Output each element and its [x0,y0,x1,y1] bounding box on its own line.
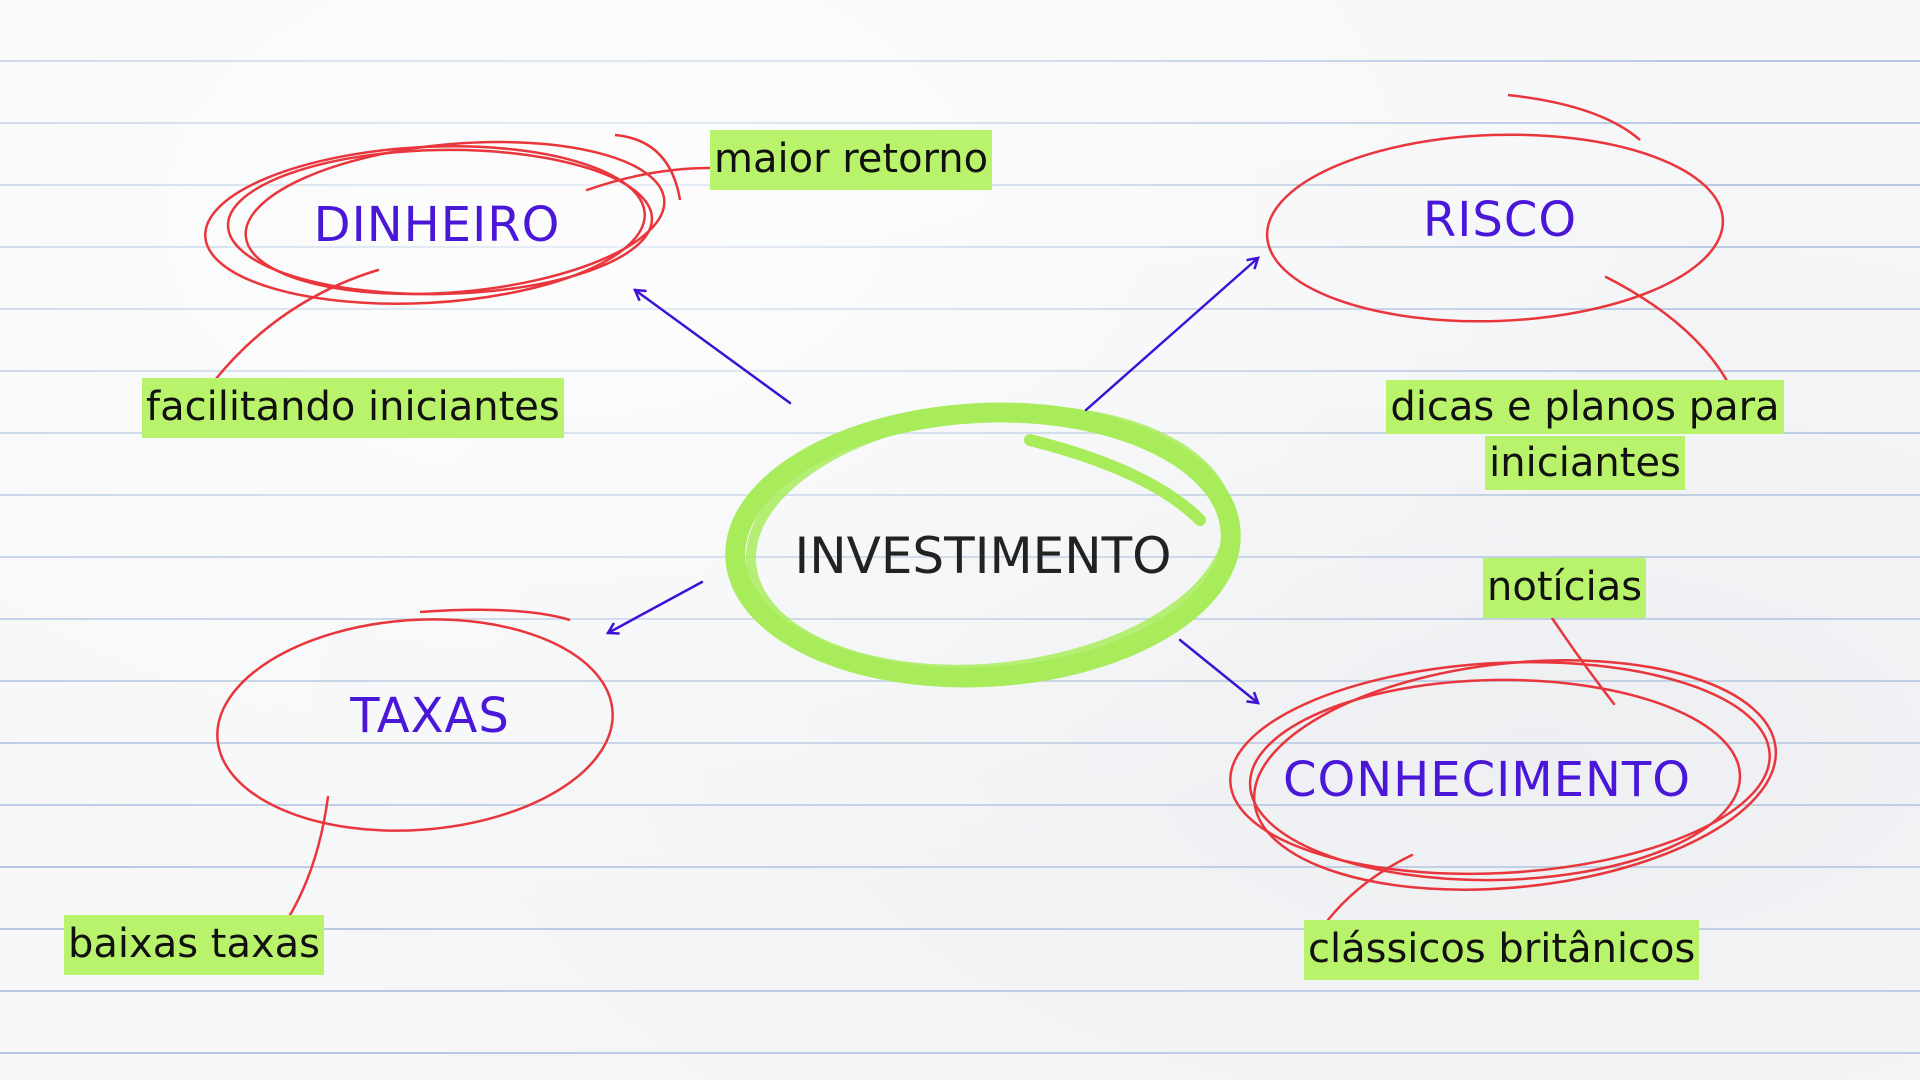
arrow-to-conhecimento [1178,638,1258,703]
note-noticias: notícias [1483,558,1647,618]
connector-dicas [1604,275,1735,394]
arrow-to-dinheiro [635,290,792,405]
topic-conhecimento: CONHECIMENTO [1282,752,1692,808]
taxas-ring [216,608,614,832]
connector-noticias [1546,610,1616,706]
note-maior-retorno: maior retorno [710,130,993,190]
arrow-to-taxas [608,580,704,633]
arrows [608,258,1258,703]
topic-dinheiro: DINHEIRO [313,197,561,253]
risco-ring [1265,93,1725,323]
note-facilitando-iniciantes: facilitando iniciantes [142,378,564,438]
conhecimento-ring [1229,659,1778,891]
note-dicas-line2: iniciantes [1485,436,1685,490]
note-connectors [213,166,1735,922]
center-ring [725,402,1241,688]
connector-classicos [1326,853,1414,922]
dinheiro-ring [204,133,682,305]
connector-facilitando [213,268,380,382]
note-dicas-line1: dicas e planos para [1386,380,1784,434]
topic-taxas: TAXAS [350,688,510,744]
note-dicas-planos: dicas e planos para iniciantes [1378,376,1792,496]
center-label: INVESTIMENTO [794,527,1172,585]
arrow-to-risco [1084,258,1258,412]
topic-risco: RISCO [1422,192,1578,248]
connector-maior-retorno [585,166,712,192]
note-classicos-britanicos: clássicos britânicos [1304,920,1700,980]
connector-baixas [285,795,330,922]
note-baixas-taxas: baixas taxas [64,915,324,975]
